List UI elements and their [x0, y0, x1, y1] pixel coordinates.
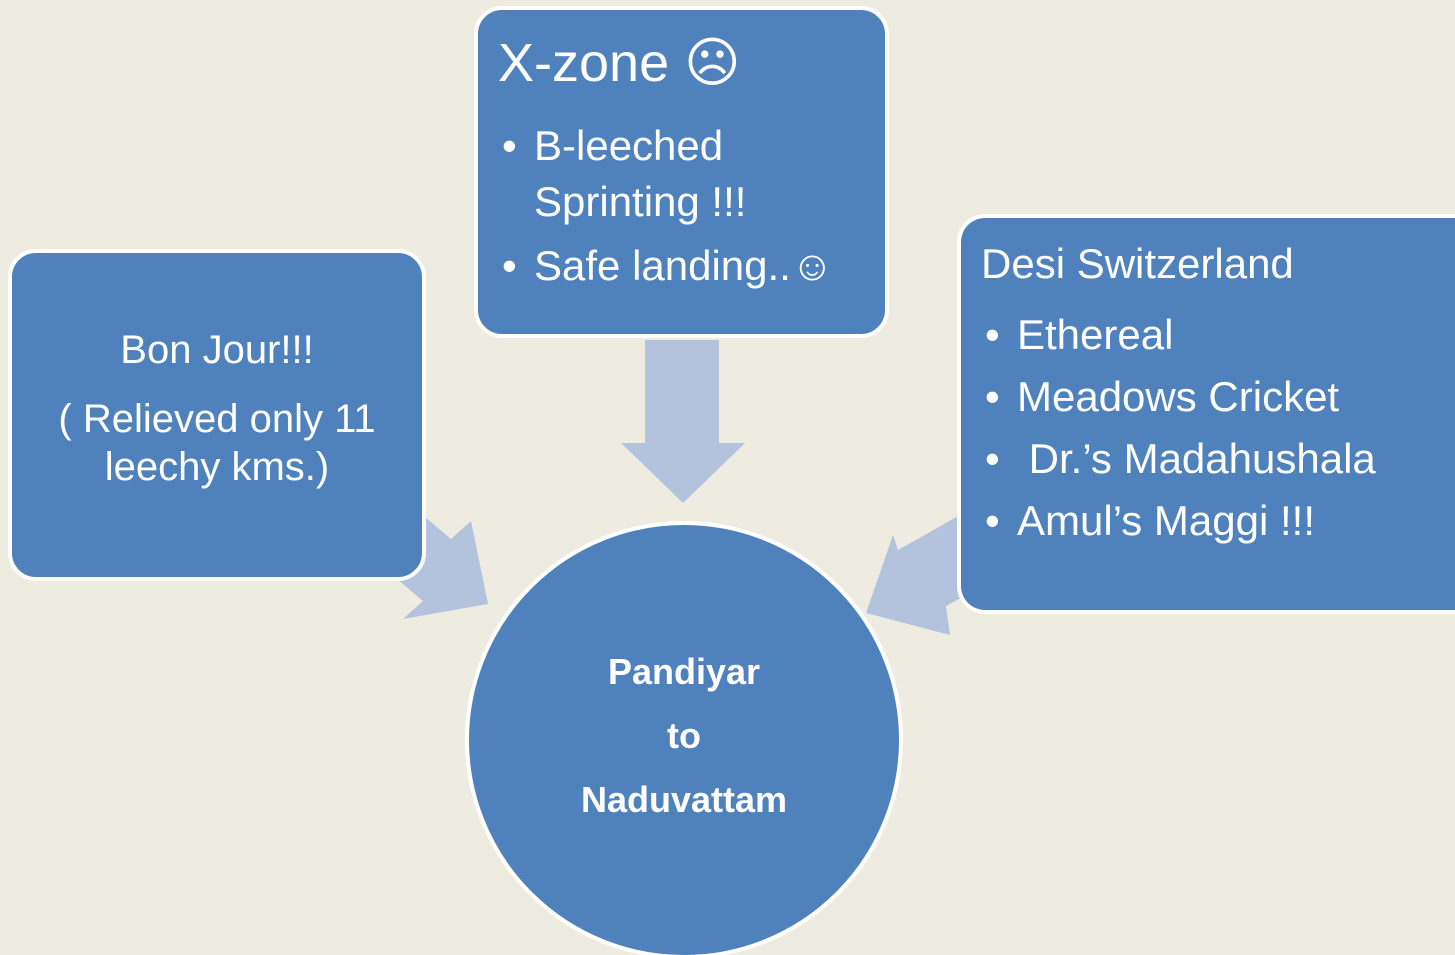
left-box: Bon Jour!!! ( Relieved only 11 leechy km… [8, 249, 426, 581]
bullet-item: Meadows Cricket [981, 366, 1447, 428]
bullet-item: B-leeched Sprinting !!! [498, 118, 867, 230]
arrow-right-to-center [866, 515, 965, 635]
top-box-bullets: B-leeched Sprinting !!! Safe landing..☺ [498, 118, 867, 294]
center-line-3: Naduvattam [580, 779, 788, 820]
arrow-top-to-center [621, 340, 745, 503]
top-box-title: X-zone ☹ [498, 33, 741, 93]
right-box: Desi Switzerland Ethereal Meadows Cricke… [957, 214, 1455, 614]
top-box: X-zone ☹ B-leeched Sprinting !!! Safe la… [474, 6, 889, 338]
center-line-2: to [667, 715, 701, 756]
center-line-1: Pandiyar [607, 651, 761, 692]
right-box-title: Desi Switzerland [981, 240, 1294, 287]
bullet-item: Amul’s Maggi !!! [981, 490, 1447, 552]
bullet-item: Ethereal [981, 304, 1447, 366]
right-box-bullets: Ethereal Meadows Cricket Dr.’s Madahusha… [981, 304, 1447, 552]
bullet-item: Dr.’s Madahushala [981, 428, 1447, 490]
left-box-subtitle: ( Relieved only 11 leechy kms.) [58, 397, 376, 489]
left-box-title: Bon Jour!!! [120, 328, 314, 372]
center-circle: Pandiyar to Naduvattam [465, 521, 903, 955]
bullet-item: Safe landing..☺ [498, 238, 867, 294]
